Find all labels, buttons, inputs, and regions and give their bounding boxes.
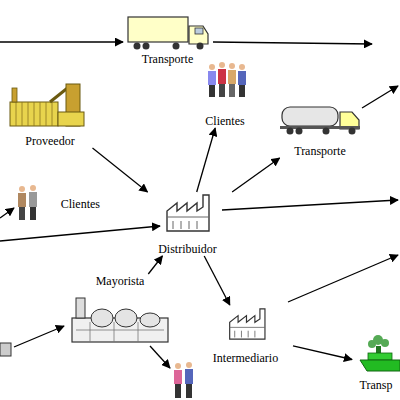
node-label: Transporte	[142, 52, 194, 66]
labelled-icon: Transporte	[275, 100, 365, 158]
labelled-icon: Transporte	[120, 12, 215, 66]
arrow	[288, 255, 398, 302]
arrow	[362, 86, 398, 108]
truck-wheels	[134, 43, 204, 50]
labelled-icon: Intermediario	[198, 305, 293, 365]
truck-icon	[128, 17, 208, 50]
flow-arrow	[204, 256, 230, 305]
people-icon	[18, 185, 37, 220]
node-label: Mayorista	[96, 274, 145, 288]
flow-arrow	[293, 346, 352, 360]
node-label: Transporte	[294, 144, 346, 158]
node-label: Intermediario	[213, 351, 278, 365]
flow-arrow	[197, 128, 216, 192]
ship-icon	[360, 335, 400, 371]
plant-icon	[10, 84, 84, 126]
arrow	[0, 226, 160, 241]
truck-cab	[189, 26, 208, 44]
arrow	[14, 326, 64, 347]
arrow	[150, 346, 170, 368]
node-label: Distribuidor	[158, 242, 217, 256]
arrow	[0, 208, 14, 218]
plant-silos	[16, 102, 52, 126]
people-icon	[208, 62, 246, 97]
flow-arrow	[232, 158, 280, 192]
free-arrows	[0, 42, 398, 368]
factory-icon	[230, 309, 265, 339]
labelled-icon: Proveedor	[5, 80, 95, 148]
labelled-icon: Clientes	[195, 60, 255, 128]
node-label: Transp	[360, 378, 393, 392]
arrow	[222, 200, 398, 210]
flow-arrow	[93, 148, 148, 192]
arrow	[213, 42, 372, 44]
node-label: Clientes	[205, 114, 244, 128]
labelled-icon: Mayorista	[65, 274, 175, 346]
complex-icon	[72, 298, 168, 342]
truck-trailer	[128, 17, 188, 42]
arrow	[0, 41, 123, 42]
cropped-icon	[0, 343, 11, 356]
labelled-icon: Distribuidor	[140, 192, 235, 256]
people-icon	[174, 362, 193, 398]
labelled-icon: Clientes	[12, 183, 100, 225]
node-label: Clientes	[61, 197, 100, 211]
flow-arrow	[148, 256, 162, 274]
factory-icon	[167, 195, 209, 231]
tanker-icon	[280, 107, 360, 135]
node-label: Proveedor	[25, 134, 74, 148]
labelled-icon: Transp	[352, 338, 400, 392]
plant-building	[10, 102, 58, 126]
truck-window	[195, 28, 203, 34]
tanker-tank	[282, 107, 338, 126]
